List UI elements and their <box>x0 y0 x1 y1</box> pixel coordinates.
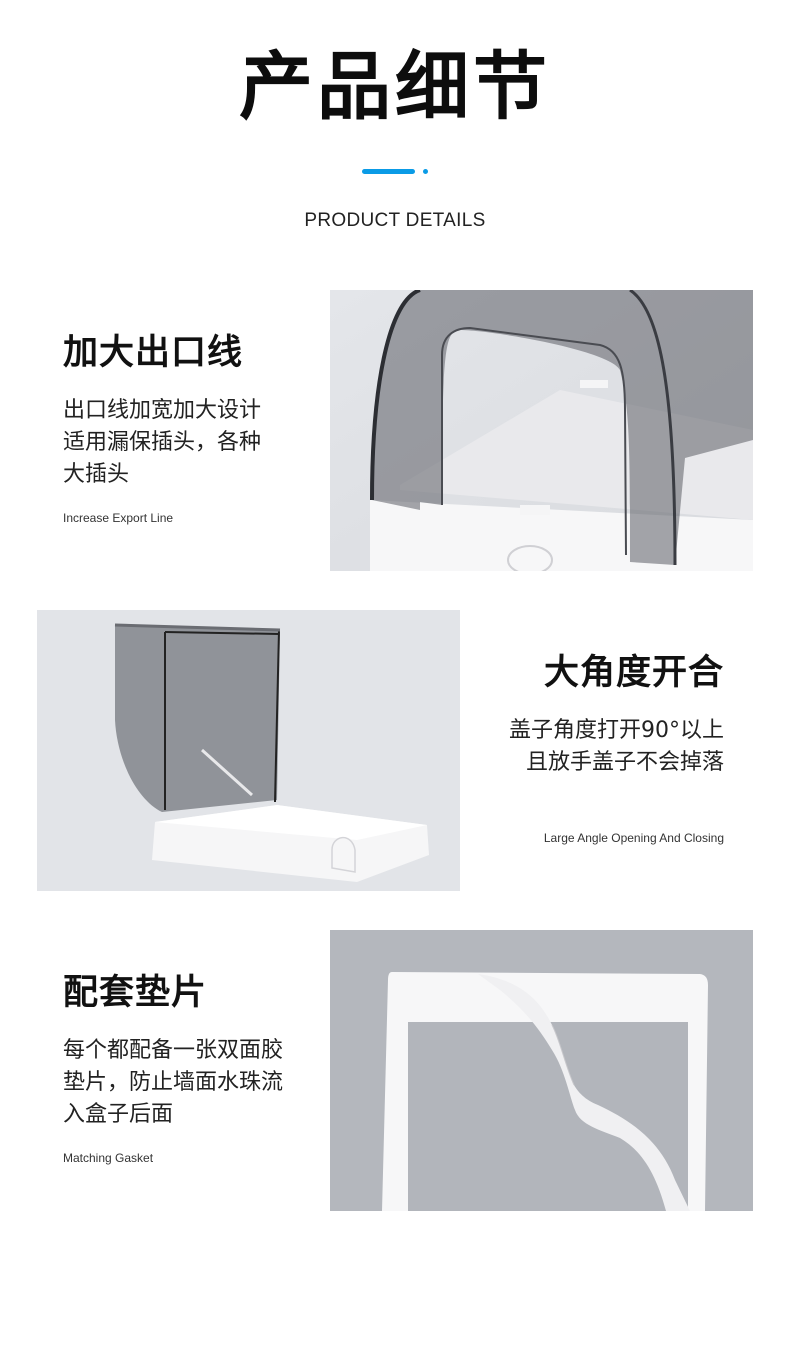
product-image-cover-closeup <box>330 290 753 571</box>
description-line: 大插头 <box>63 462 130 487</box>
product-image-gasket <box>330 930 753 1211</box>
section-description-export-line: 出口线加宽加大设计 适用漏保插头，各种 大插头 <box>63 395 261 491</box>
description-line: 垫片，防止墙面水珠流 <box>63 1070 284 1095</box>
section-english-large-angle: Large Angle Opening And Closing <box>543 831 724 845</box>
section-description-large-angle: 盖子角度打开90°以上 且放手盖子不会掉落 <box>509 715 724 779</box>
section-english-export-line: Increase Export Line <box>63 511 174 525</box>
section-title-gasket: 配套垫片 <box>63 973 208 1013</box>
accent-dot <box>423 169 428 174</box>
description-line: 出口线加宽加大设计 <box>63 398 262 423</box>
accent-line <box>362 169 415 174</box>
product-image-lid-open <box>37 610 460 891</box>
page-title: 产品细节 <box>239 44 551 130</box>
description-line: 盖子角度打开90°以上 <box>509 718 724 743</box>
description-line: 每个都配备一张双面胶 <box>63 1038 284 1063</box>
description-line: 且放手盖子不会掉落 <box>525 750 724 775</box>
page-subtitle: PRODUCT DETAILS <box>304 210 486 231</box>
section-description-gasket: 每个都配备一张双面胶 垫片，防止墙面水珠流 入盒子后面 <box>63 1035 283 1131</box>
section-title-large-angle: 大角度开合 <box>543 653 724 693</box>
section-title-export-line: 加大出口线 <box>63 333 244 373</box>
description-line: 适用漏保插头，各种 <box>63 430 262 455</box>
section-english-gasket: Matching Gasket <box>63 1151 154 1165</box>
description-line: 入盒子后面 <box>63 1102 174 1127</box>
